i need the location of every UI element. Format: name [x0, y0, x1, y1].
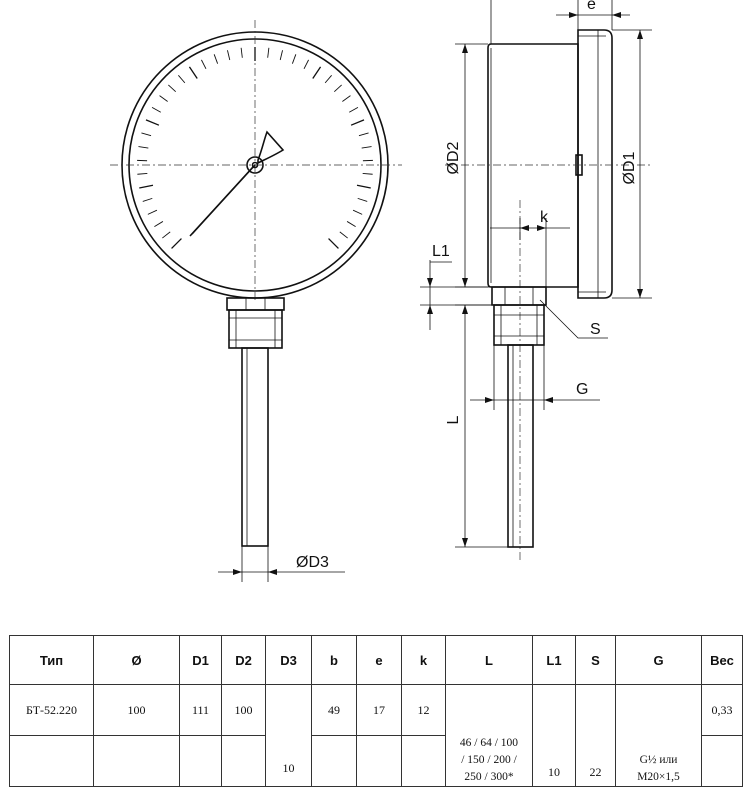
front-connection: [227, 298, 284, 348]
cell-type: БТ-52.220: [10, 685, 94, 736]
scale-tick: [178, 75, 184, 83]
cell-b: 49: [312, 685, 357, 736]
label-k: k: [540, 209, 549, 226]
spec-header-row: Тип Ø D1 D2 D3 b e k L L1 S G Вес: [10, 636, 743, 685]
scale-tick: [137, 173, 147, 174]
col-header: b: [312, 636, 357, 685]
label-l: L: [445, 415, 462, 424]
cell-l-line3: 250 / 300*: [446, 769, 532, 786]
cell-empty: [312, 736, 357, 787]
gauge-pointer: [190, 132, 283, 236]
scale-tick: [359, 133, 369, 136]
scale-tick: [349, 107, 358, 112]
scale-tick: [347, 221, 356, 226]
cell-empty: [402, 736, 446, 787]
cell-empty: [94, 736, 180, 787]
col-header: e: [357, 636, 402, 685]
label-e: e: [587, 0, 596, 13]
cell-empty: [357, 736, 402, 787]
scale-tick: [292, 54, 295, 63]
scale-tick: [227, 50, 229, 60]
scale-tick: [146, 120, 159, 125]
cell-g: G½ или M20×1,5: [616, 685, 702, 787]
cell-empty: [180, 736, 222, 787]
cell-d2: 100: [222, 685, 266, 736]
cell-d3: 10: [266, 685, 312, 787]
scale-tick: [357, 185, 371, 188]
col-header: G: [616, 636, 702, 685]
col-header: D3: [266, 636, 312, 685]
spec-table: Тип Ø D1 D2 D3 b e k L L1 S G Вес БТ-52.…: [9, 635, 743, 787]
cell-k: 12: [402, 685, 446, 736]
label-l1: L1: [432, 243, 450, 260]
scale-tick: [325, 75, 331, 83]
cell-empty: [10, 736, 94, 787]
scale-tick: [139, 185, 153, 188]
scale-tick: [313, 67, 321, 79]
cell-g-line2: M20×1,5: [616, 769, 701, 786]
scale-tick: [168, 85, 175, 92]
col-header: S: [576, 636, 616, 685]
cell-l1: 10: [533, 685, 576, 787]
scale-tick: [351, 120, 364, 125]
scale-tick: [358, 198, 368, 201]
scale-tick: [141, 133, 151, 136]
scale-tick: [148, 210, 157, 214]
scale-tick: [363, 173, 373, 174]
cell-l: 46 / 64 / 100 / 150 / 200 / 250 / 300*: [446, 685, 533, 787]
scale-tick: [160, 96, 168, 102]
label-d2: ØD2: [445, 141, 462, 174]
technical-drawing: ØD3: [0, 0, 750, 625]
scale-tick: [304, 60, 309, 69]
scale-tick: [362, 147, 372, 149]
front-stem: [242, 348, 268, 546]
scale-tick: [334, 85, 341, 92]
col-header: Ø: [94, 636, 180, 685]
scale-tick: [143, 198, 153, 201]
cell-e: 17: [357, 685, 402, 736]
col-header: D1: [180, 636, 222, 685]
scale-tick: [280, 50, 282, 60]
scale-tick: [154, 221, 163, 226]
scale-tick: [201, 60, 206, 69]
scale-tick: [241, 48, 242, 58]
cell-dia: 100: [94, 685, 180, 736]
spec-row: БТ-52.220 100 111 100 10 49 17 12 46 / 6…: [10, 685, 743, 736]
col-header: D2: [222, 636, 266, 685]
scale-tick: [342, 96, 350, 102]
col-header: k: [402, 636, 446, 685]
scale-tick: [340, 232, 348, 238]
col-header: L: [446, 636, 533, 685]
cell-d1: 111: [180, 685, 222, 736]
gauge-side-view: [445, 30, 650, 560]
scale-tick: [172, 239, 182, 249]
cell-weight: 0,33: [702, 685, 743, 736]
side-dimensions: [420, 0, 652, 547]
cell-g-line1: G½ или: [616, 752, 701, 769]
cell-empty: [222, 736, 266, 787]
scale-tick: [268, 48, 269, 58]
scale-tick: [162, 232, 170, 238]
col-header: Вес: [702, 636, 743, 685]
scale-tick: [189, 67, 197, 79]
cell-l-line2: / 150 / 200 /: [446, 752, 532, 769]
label-s: S: [590, 321, 601, 338]
col-header: L1: [533, 636, 576, 685]
scale-tick: [152, 107, 161, 112]
scale-tick: [329, 239, 339, 249]
cell-s: 22: [576, 685, 616, 787]
scale-tick: [138, 147, 148, 149]
label-g: G: [576, 381, 588, 398]
cell-l-line1: 46 / 64 / 100: [446, 735, 532, 752]
cell-empty: [702, 736, 743, 787]
col-header: Тип: [10, 636, 94, 685]
gauge-front-view: ØD3: [110, 20, 402, 582]
label-d3: ØD3: [296, 554, 329, 571]
label-d1: ØD1: [621, 151, 638, 184]
scale-tick: [214, 54, 217, 63]
scale-tick: [353, 210, 362, 214]
